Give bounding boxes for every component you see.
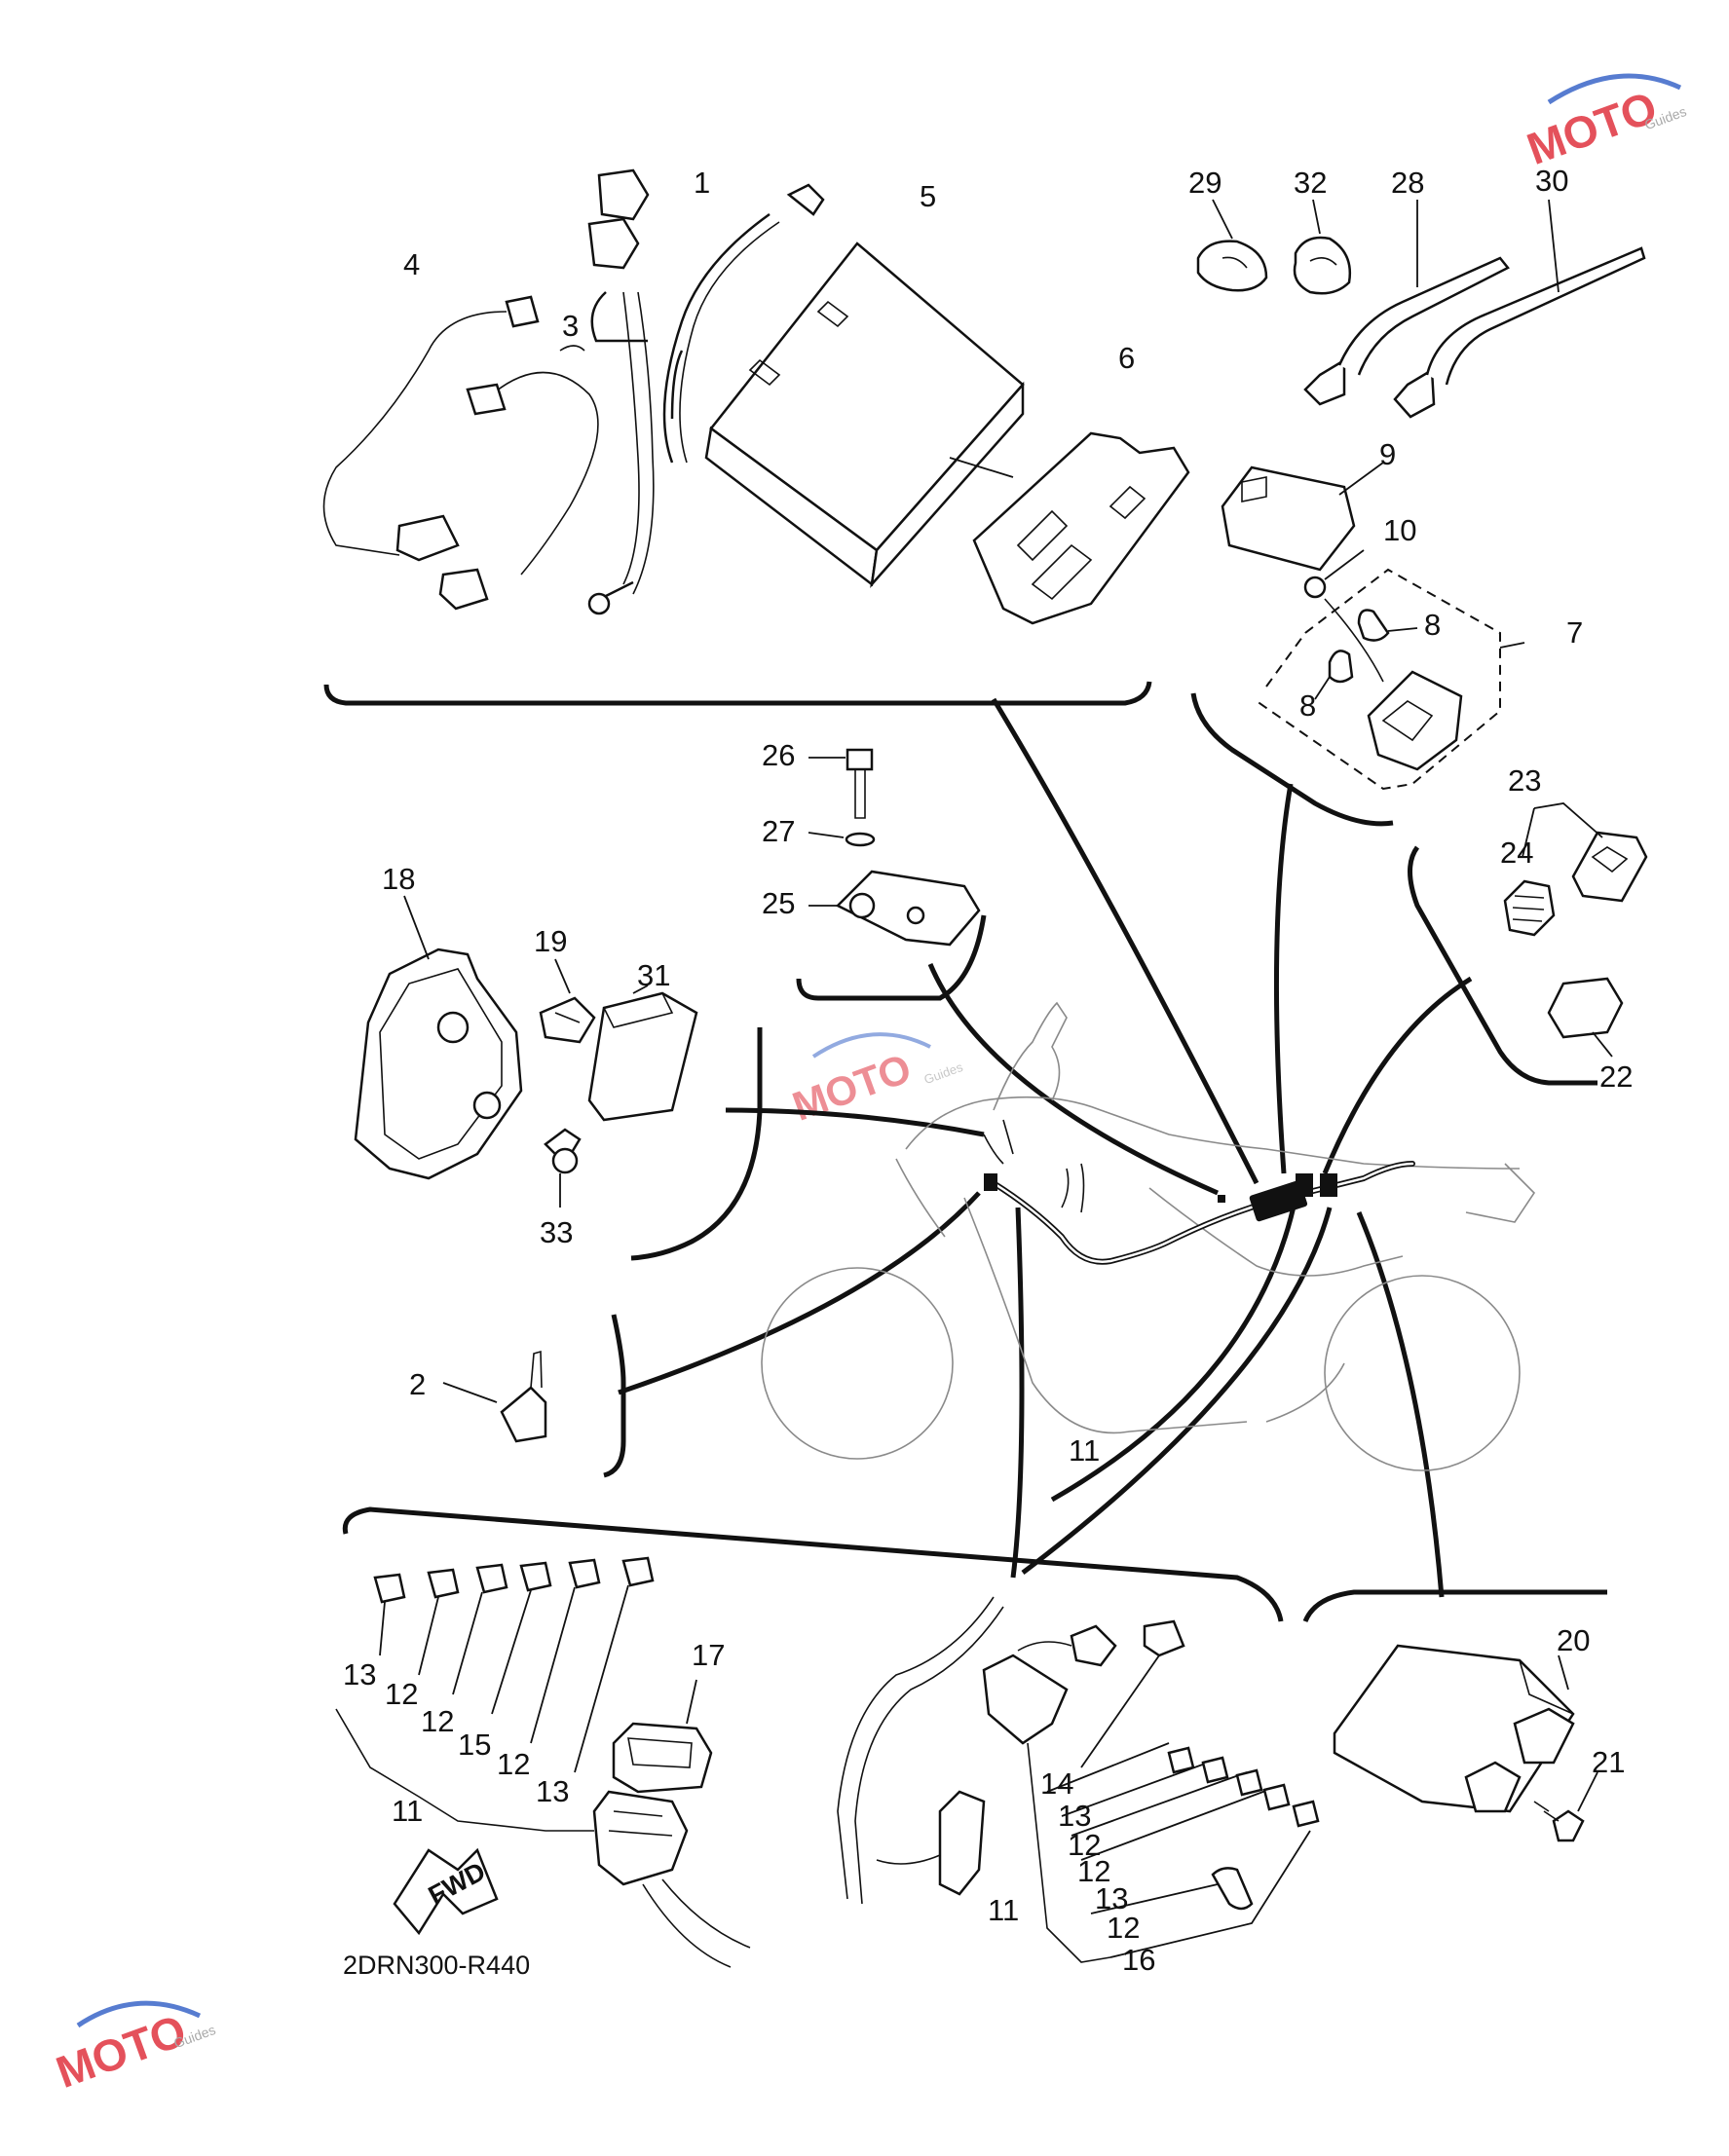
callout-28: 28 — [1391, 166, 1424, 200]
part-17-connector — [612, 1679, 713, 1794]
part-27-washer — [808, 832, 876, 847]
part-2-sensor — [442, 1350, 547, 1443]
part-10-bolt — [1303, 549, 1365, 599]
callout-14: 14 — [1040, 1766, 1073, 1801]
callout-24: 24 — [1500, 836, 1533, 870]
callout-8b: 8 — [1299, 688, 1316, 723]
part-32-clamp — [1293, 199, 1352, 295]
callout-22: 22 — [1599, 1059, 1633, 1094]
part-6-battery-cover — [972, 431, 1190, 625]
callout-12-bl-a: 12 — [385, 1677, 418, 1711]
part-30-cable-tie — [1393, 199, 1646, 419]
terminal-caps-row — [373, 1556, 655, 1773]
fwd-arrow: FWD — [393, 1847, 499, 1936]
part-28-cable-tie — [1303, 200, 1510, 406]
callout-12-bl-b: 12 — [421, 1704, 454, 1738]
callout-25: 25 — [762, 886, 795, 920]
callout-31: 31 — [637, 958, 670, 992]
part-8-fuse-b — [1314, 650, 1354, 700]
callout-12-bc-b: 12 — [1077, 1854, 1110, 1888]
part-7-starter-relay — [1256, 568, 1525, 791]
callout-labels: 1 2 3 4 5 6 7 8 8 9 10 11 11 11 11 12 12… — [343, 164, 1633, 1977]
callout-17: 17 — [692, 1638, 725, 1672]
callout-32: 32 — [1294, 166, 1327, 200]
part-29-clamp — [1196, 199, 1268, 292]
callout-30: 30 — [1535, 164, 1568, 198]
callout-13-bc-a: 13 — [1058, 1799, 1091, 1833]
part-25-sensor — [808, 870, 981, 947]
part-4-lead — [322, 295, 540, 562]
callout-9: 9 — [1379, 437, 1396, 471]
callout-27: 27 — [762, 814, 795, 848]
callout-11-bc: 11 — [988, 1893, 1019, 1927]
callout-5: 5 — [920, 179, 936, 213]
callout-8a: 8 — [1424, 608, 1441, 642]
callout-11-bl: 11 — [392, 1794, 423, 1828]
part-20-rectifier — [1333, 1644, 1575, 1813]
svg-text:Guides: Guides — [921, 1059, 964, 1087]
svg-text:MOTO: MOTO — [50, 2004, 193, 2098]
part-19-clip — [539, 958, 596, 1044]
bottom-center-caps — [1167, 1746, 1320, 1911]
callout-13-bl-b: 13 — [536, 1774, 569, 1808]
part-26-bolt — [808, 748, 874, 819]
callout-16: 16 — [1122, 1943, 1155, 1977]
callout-13-bl-a: 13 — [343, 1657, 376, 1691]
part-21-bolt — [1533, 1771, 1598, 1842]
callout-10: 10 — [1383, 513, 1416, 547]
callout-33: 33 — [540, 1215, 573, 1249]
callout-4: 4 — [403, 247, 420, 281]
callout-21: 21 — [1592, 1745, 1625, 1779]
callout-29: 29 — [1188, 166, 1222, 200]
callout-3: 3 — [562, 309, 579, 343]
part-24-connector — [1503, 807, 1556, 937]
diagram-code: 2DRN300-R440 — [343, 1951, 530, 1980]
bottom-center-harness — [837, 1596, 1311, 1963]
callout-20: 20 — [1557, 1623, 1590, 1657]
leader-lines — [618, 697, 1473, 1598]
callout-12-bc-c: 12 — [1107, 1911, 1140, 1945]
callout-23: 23 — [1508, 763, 1541, 798]
bottom-left-main-connector — [335, 1708, 751, 1968]
callout-6: 6 — [1118, 341, 1135, 375]
callout-19: 19 — [534, 924, 567, 958]
part-5-battery — [704, 242, 1025, 588]
callout-13-bc-b: 13 — [1095, 1881, 1128, 1915]
group-brackets — [323, 681, 1607, 1623]
callout-12-bc-a: 12 — [1068, 1828, 1101, 1862]
part-3-lead — [438, 371, 599, 611]
motorcycle-outline — [761, 1001, 1536, 1471]
callout-15: 15 — [458, 1728, 491, 1762]
callout-2: 2 — [409, 1367, 426, 1401]
svg-text:MOTO: MOTO — [1521, 81, 1664, 174]
part-9-relay — [1221, 462, 1384, 572]
callout-12-bl-c: 12 — [497, 1747, 530, 1781]
part-22-connector — [1547, 977, 1624, 1058]
part-1-battery-cable — [559, 168, 825, 615]
part-33-grommet — [544, 1128, 582, 1208]
watermark-logo-top-right: MOTO Guides — [1521, 73, 1688, 174]
part-18-bracket — [354, 895, 523, 1180]
part-8-fuse-a — [1357, 609, 1418, 642]
part-23-connector — [1533, 802, 1648, 903]
callout-7: 7 — [1566, 615, 1583, 650]
callout-1: 1 — [694, 166, 710, 200]
main-wire-harness — [983, 1119, 1415, 1265]
watermark-logo-bottom-left: MOTO Guides — [50, 2000, 217, 2098]
part-31-ecu — [587, 985, 698, 1122]
callout-11-center: 11 — [1069, 1433, 1100, 1468]
callout-18: 18 — [382, 862, 415, 896]
callout-26: 26 — [762, 738, 795, 772]
